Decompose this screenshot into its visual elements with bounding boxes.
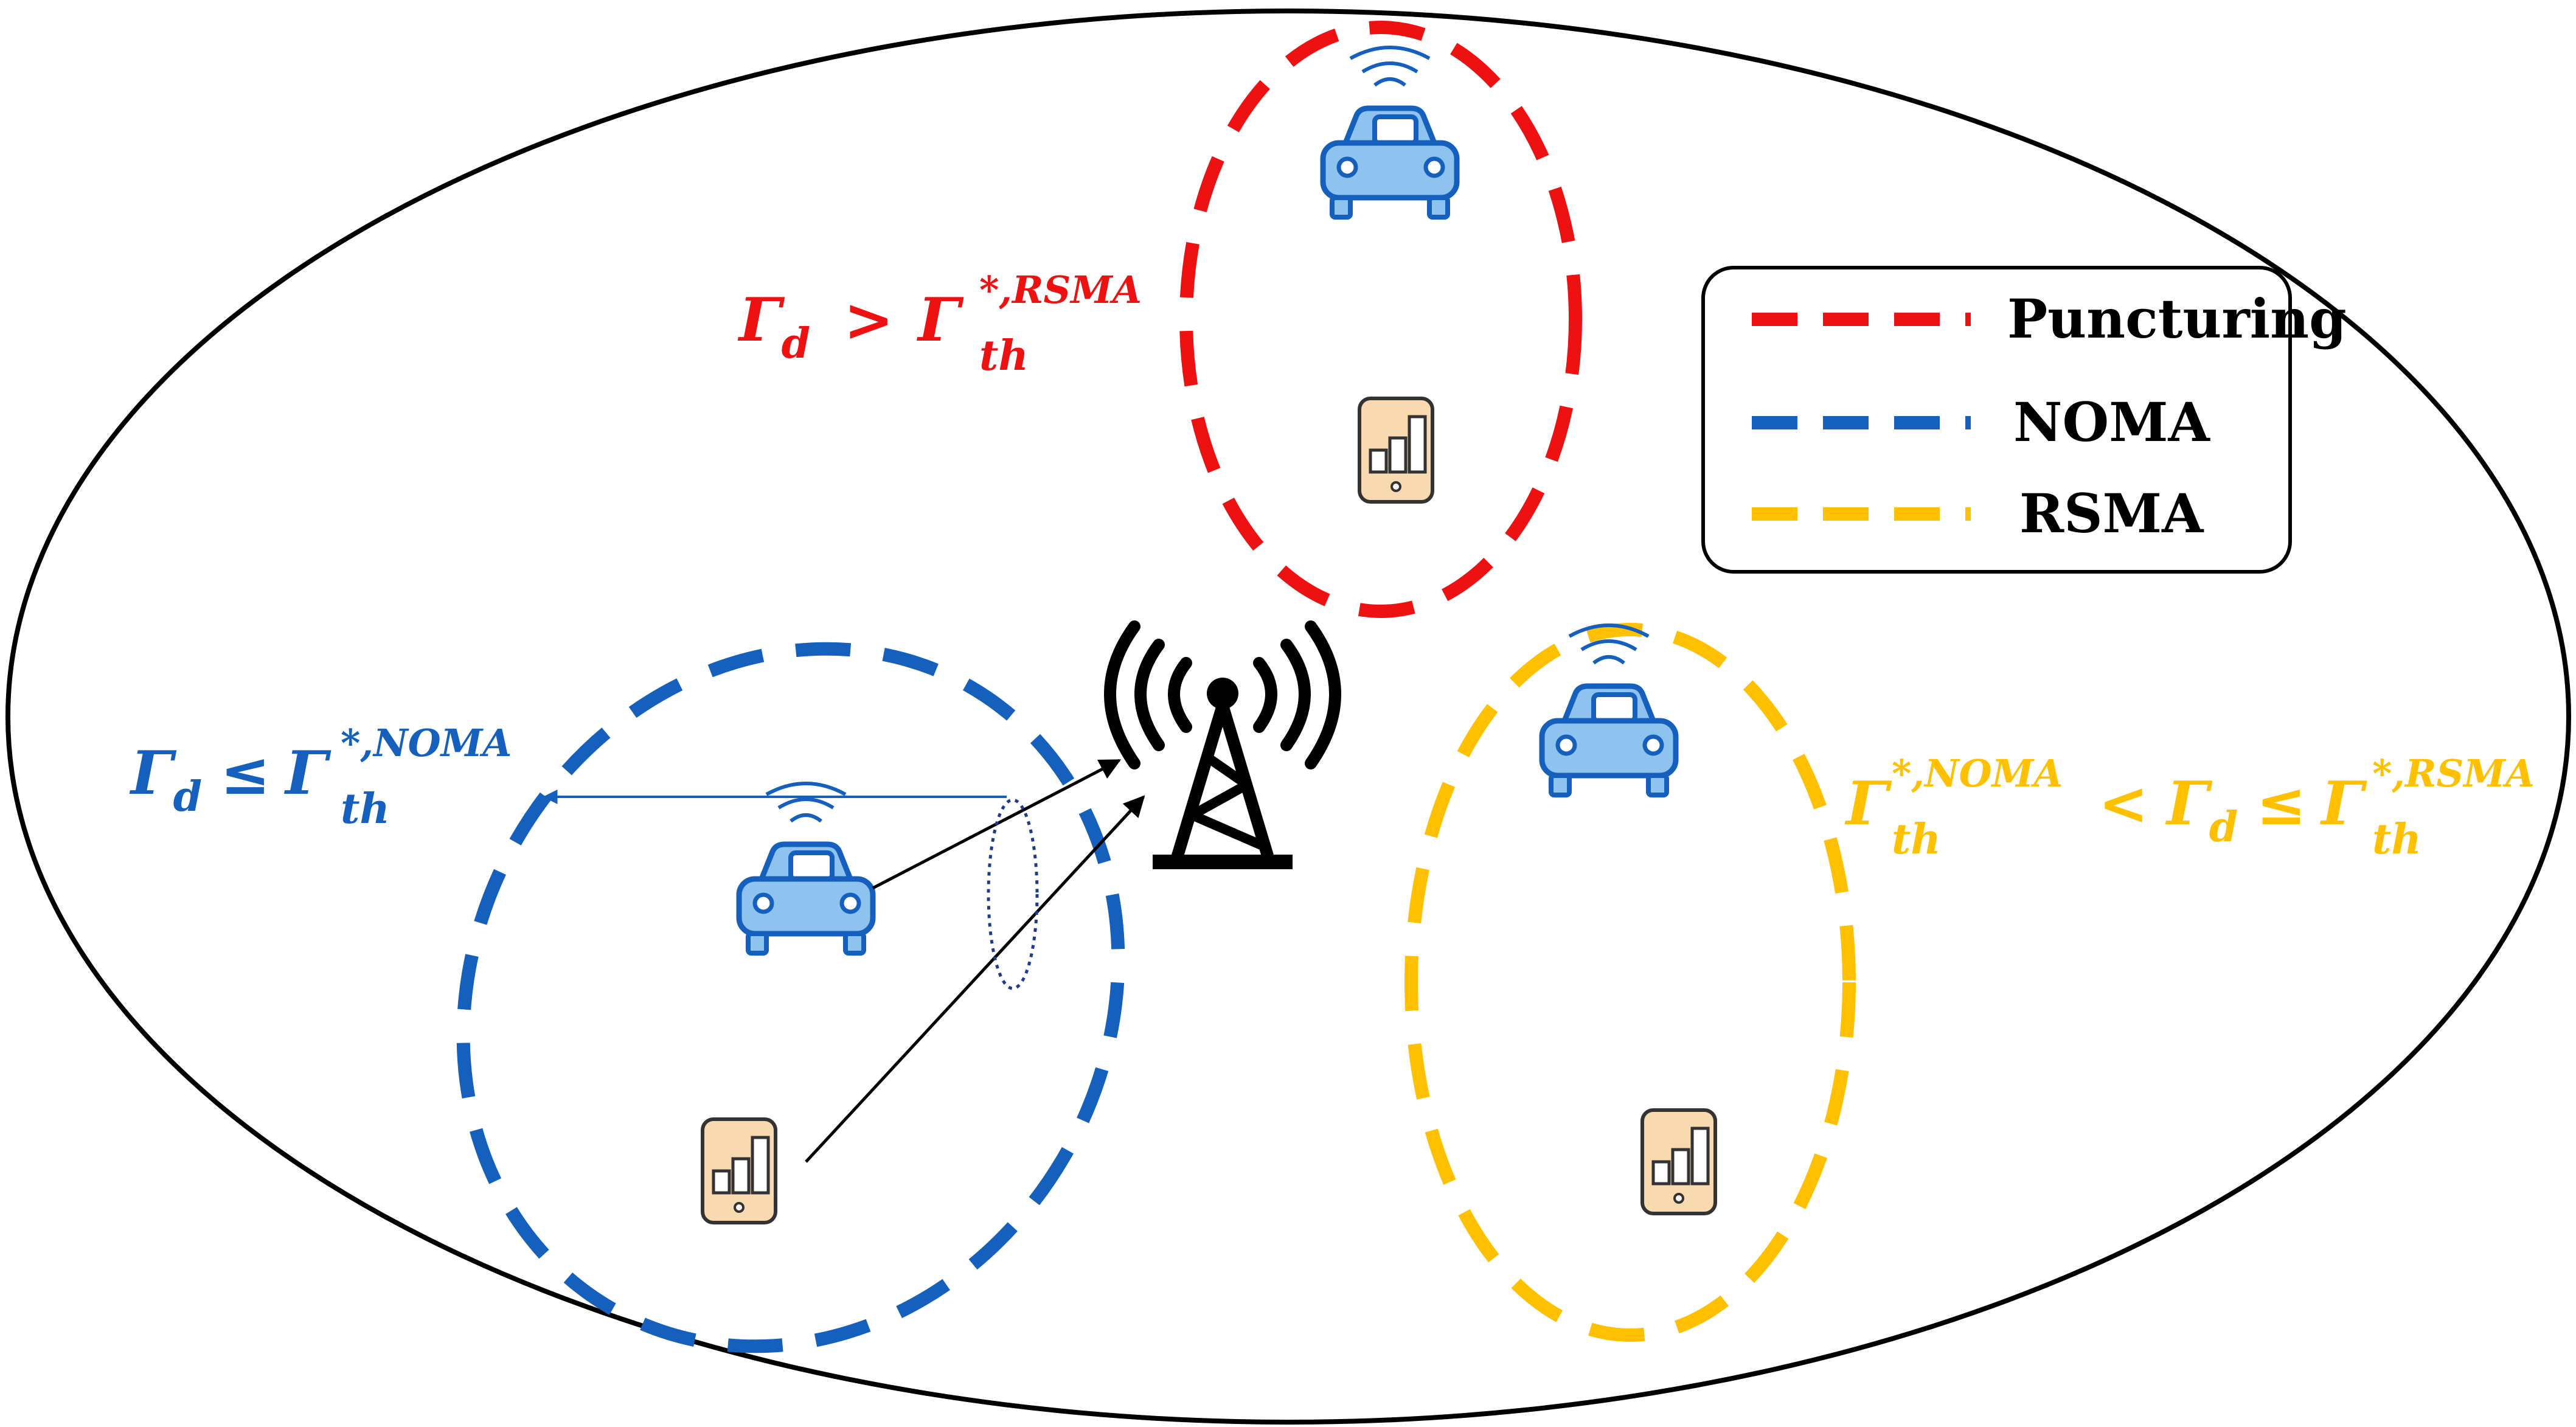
puncturing-condition: Γd>Γth*,RSMA (737, 268, 1142, 380)
smartphone-icon (703, 1119, 776, 1223)
legend-frame (1701, 266, 2292, 574)
legend-label-puncturing: Puncturing (2007, 287, 2347, 350)
noma-group-indicator (987, 798, 1039, 990)
car-icon (1323, 47, 1457, 217)
uplink-arrow-phone (805, 795, 1145, 1163)
puncturing-region (1179, 21, 1582, 618)
coverage-boundary (5, 9, 2571, 1425)
legend-label-rsma: RSMA (2019, 482, 2204, 545)
noma-region (456, 642, 1125, 1353)
car-icon (739, 783, 873, 953)
legend: Puncturing NOMA RSMA (1701, 266, 2347, 574)
legend-label-noma: NOMA (2013, 391, 2211, 454)
smartphone-icon (1359, 398, 1432, 502)
noma-condition: Γd≤Γth*,NOMA (129, 721, 512, 833)
car-icon (1542, 625, 1676, 795)
smartphone-icon (1642, 1110, 1715, 1213)
cell-tower-icon (1104, 620, 1341, 869)
rsma-condition: Γth*,NOMA<Γd≤Γth*,RSMA (1844, 751, 2535, 864)
